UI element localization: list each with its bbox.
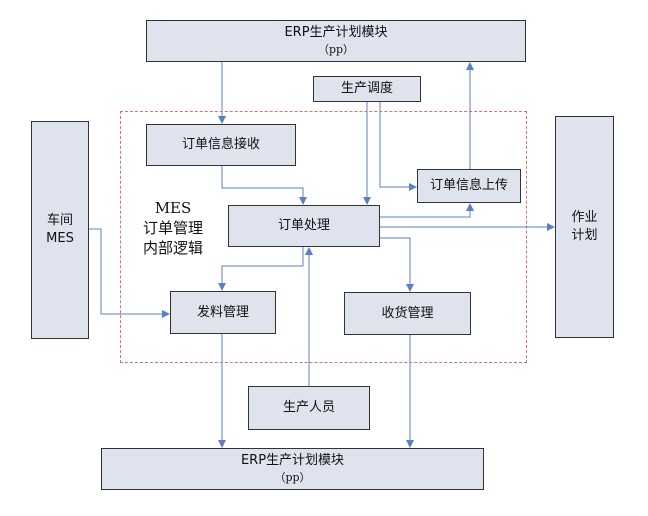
arrow-receive-to-process [221,166,307,205]
personnel-title: 生产人员 [282,400,335,415]
erp-top-title: ERP生产计划模块 [284,25,388,40]
order-receive-title: 订单信息接收 [181,137,260,152]
work-plan-sub: 计划 [571,228,598,243]
erp-top-sub: （pp） [317,43,355,56]
erp-bottom-title: ERP生产计划模块 [240,453,345,468]
workshop-box: 车间 MES [31,121,89,339]
receive-mgmt-box: 收货管理 [344,292,471,335]
order-receive-box: 订单信息接收 [146,124,296,166]
erp-bottom-box: ERP生产计划模块 （pp） [101,448,484,490]
scheduling-box: 生产调度 [313,76,421,102]
work-plan-title: 作业 [571,210,598,225]
workshop-title: 车间 [46,213,73,228]
order-process-box: 订单处理 [228,205,380,247]
arrow-process-to-issuemgmt [218,247,304,291]
erp-bottom-sub: （pp） [274,471,311,484]
issue-mgmt-box: 发料管理 [170,291,276,334]
order-upload-box: 订单信息上传 [417,169,521,203]
work-plan-box: 作业 计划 [555,116,614,338]
workshop-sub: MES [46,231,74,246]
personnel-box: 生产人员 [248,386,370,430]
mes-logic-line3: 内部逻辑 [142,239,203,257]
issue-mgmt-title: 发料管理 [196,304,249,320]
order-upload-title: 订单信息上传 [429,178,508,193]
mes-logic-label: MES 订单管理 内部逻辑 [128,198,218,258]
arrow-process-to-upload [380,203,474,218]
receive-mgmt-title: 收货管理 [381,305,434,321]
arrow-scheduling-to-upload [379,102,417,191]
arrow-process-to-receivemgmt [380,237,414,292]
erp-top-box: ERP生产计划模块 （pp） [146,20,526,62]
order-process-title: 订单处理 [277,218,330,233]
mes-logic-line1: MES [154,199,192,217]
scheduling-title: 生产调度 [340,81,393,96]
mes-logic-line2: 订单管理 [142,219,203,237]
mes-boundary [120,111,527,363]
arrow-workshop-to-issuemgmt [89,228,170,318]
